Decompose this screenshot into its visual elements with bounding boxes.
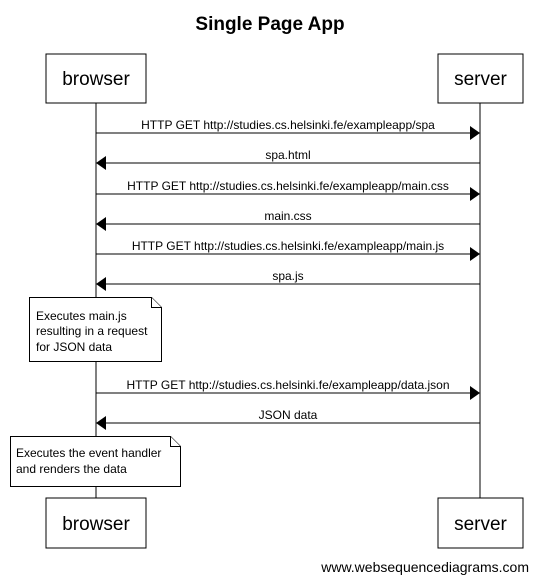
- note-line: for JSON data: [36, 340, 112, 354]
- browser-actor-bottom: browser: [45, 497, 147, 549]
- message: HTTP GET http://studies.cs.helsinki.fe/e…: [96, 118, 480, 140]
- arrowhead: [96, 156, 106, 170]
- note-line: Executes the event handler: [16, 446, 161, 460]
- arrowhead: [470, 126, 480, 140]
- server-actor-top: server: [437, 53, 524, 104]
- note-line: and renders the data: [16, 462, 127, 476]
- message-label: main.css: [264, 209, 311, 223]
- message: JSON data: [96, 408, 480, 430]
- arrowhead: [96, 277, 106, 291]
- browser-actor-top: browser: [45, 53, 147, 104]
- arrowhead: [470, 187, 480, 201]
- note-main-js: Executes main.js resulting in a request …: [29, 297, 162, 362]
- arrowhead: [470, 386, 480, 400]
- message-label: spa.js: [272, 269, 303, 283]
- message-label: spa.html: [265, 148, 310, 162]
- message: HTTP GET http://studies.cs.helsinki.fe/e…: [96, 179, 480, 201]
- server-actor-bottom: server: [437, 497, 524, 549]
- message-label: JSON data: [259, 408, 318, 422]
- arrowhead: [96, 416, 106, 430]
- message: main.css: [96, 209, 480, 231]
- message-label: HTTP GET http://studies.cs.helsinki.fe/e…: [132, 239, 444, 253]
- message-label: HTTP GET http://studies.cs.helsinki.fe/e…: [127, 179, 449, 193]
- message: HTTP GET http://studies.cs.helsinki.fe/e…: [96, 239, 480, 261]
- note-line: resulting in a request: [36, 324, 148, 338]
- watermark: www.websequencediagrams.com: [320, 559, 529, 575]
- server-actor-label: server: [454, 69, 507, 90]
- arrowhead: [470, 247, 480, 261]
- browser-actor-label: browser: [62, 69, 130, 90]
- message-label: HTTP GET http://studies.cs.helsinki.fe/e…: [141, 118, 435, 132]
- message: spa.html: [96, 148, 480, 170]
- browser-actor-label: browser: [62, 514, 130, 535]
- message-label: HTTP GET http://studies.cs.helsinki.fe/e…: [126, 378, 449, 392]
- arrowhead: [96, 217, 106, 231]
- note-event-handler: Executes the event handler and renders t…: [10, 436, 181, 487]
- message: HTTP GET http://studies.cs.helsinki.fe/e…: [96, 378, 480, 400]
- note-line: Executes main.js: [36, 309, 127, 323]
- server-actor-label: server: [454, 514, 507, 535]
- diagram-title: Single Page App: [195, 14, 344, 35]
- message: spa.js: [96, 269, 480, 291]
